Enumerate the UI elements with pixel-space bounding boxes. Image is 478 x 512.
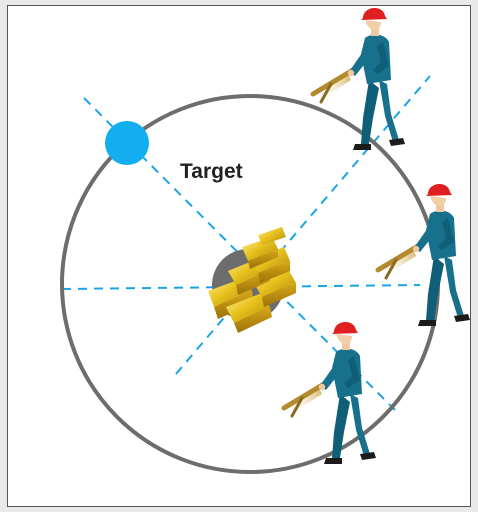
operator-bottom [284,322,376,464]
blue-dot-icon [105,121,149,165]
operator-right [378,184,470,326]
dashed-line-diagonal-up [175,75,431,375]
gold-bars-icon [208,227,296,333]
target-label: Target [180,160,243,183]
